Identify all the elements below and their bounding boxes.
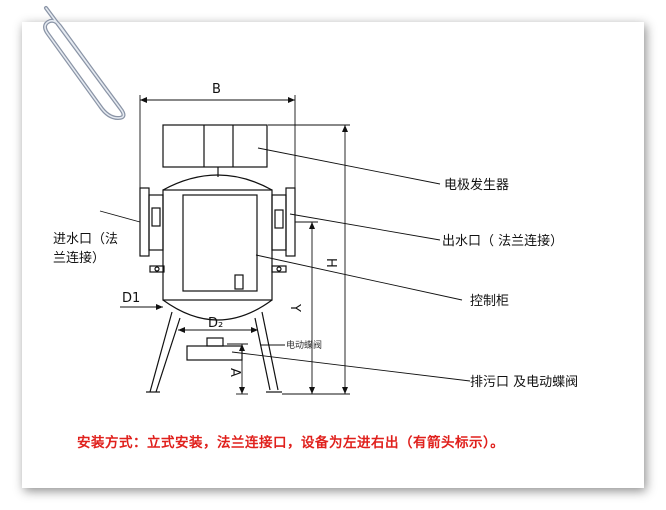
leader-outlet (289, 213, 441, 241)
drain-valve (186, 345, 243, 361)
label-electrode-generator: 电极发生器 (444, 177, 509, 193)
figure-frame (22, 22, 644, 488)
tank-dome (162, 174, 273, 191)
tank-body (162, 189, 273, 301)
dim-d1: D1 (122, 291, 140, 306)
label-inlet-line1: 进水口（法 (53, 232, 118, 247)
dim-b: B (212, 82, 221, 97)
electrode-generator-box (162, 124, 268, 168)
control-cabinet-box (182, 194, 258, 292)
label-drain: 排污口 及电动蝶阀 (470, 375, 578, 390)
dim-a: A (227, 368, 242, 377)
tank-bottom (162, 299, 273, 321)
paperclip-icon (43, 6, 126, 120)
leader-inlet (99, 210, 141, 223)
leader-drain (231, 351, 471, 382)
dim-d2: D₂ (208, 316, 223, 331)
inlet-flange (148, 194, 164, 251)
label-inlet-line2: 兰连接） (53, 250, 105, 266)
label-outlet: 出水口（ 法兰连接） (442, 233, 563, 249)
label-valve-small: 电动蝶阀 (286, 339, 322, 351)
leader-control (255, 254, 463, 301)
dim-h: H (323, 258, 338, 268)
leader-electrode (257, 147, 441, 185)
installation-note: 安装方式：立式安装，法兰连接口，设备为左进右出（有箭头标示）。 (77, 435, 505, 451)
outlet-flange (271, 194, 287, 251)
label-control-cabinet: 控制柜 (470, 294, 509, 309)
dim-y: Y (287, 303, 302, 312)
